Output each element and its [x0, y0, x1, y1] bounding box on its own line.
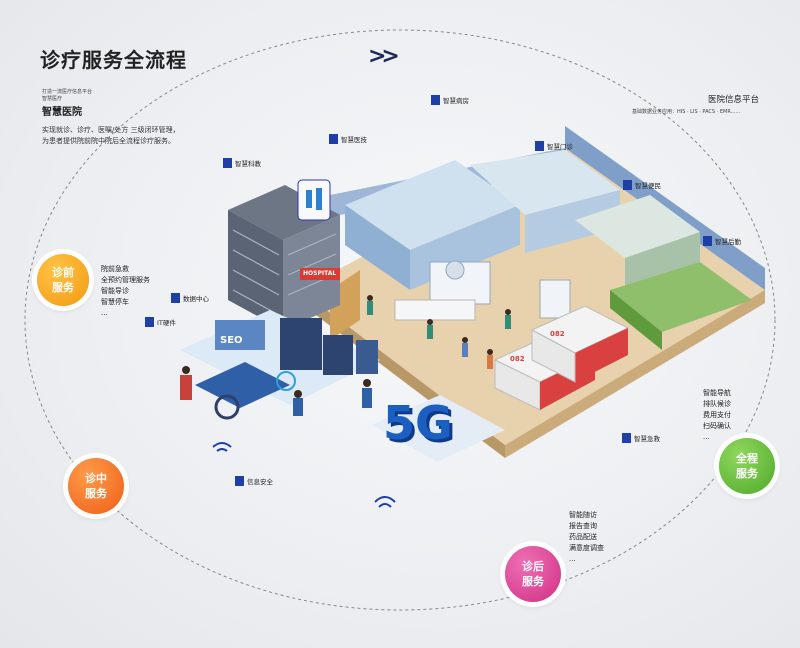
label-outpatient-text: 智慧门诊 — [547, 143, 573, 151]
label-datacenter: 数据中心 — [171, 293, 209, 303]
stage-pre-circle: 诊前 服务 — [37, 254, 89, 306]
label-datacenter-text: 数据中心 — [183, 295, 209, 303]
wifi-icon — [212, 442, 396, 508]
intro-desc-line-2: 为患者提供院前院中院后全流程诊疗服务。 — [42, 137, 175, 145]
label-medtech-text: 智慧医技 — [341, 136, 367, 144]
platform-subtitle: 基础数据业务应用：HIS · LIS · PACS · EMR...... — [632, 109, 741, 115]
stage-full-list: 智能导航 排队候诊 费用支付 扫码确认 ... — [703, 388, 731, 443]
list-item: ... — [101, 309, 108, 317]
stage-mid-line1: 诊中 — [85, 472, 107, 485]
list-item: 全预约管理服务 — [101, 276, 150, 284]
label-square-icon — [235, 476, 244, 486]
stage-post-list: 智能随访 报告查询 药品配送 满意度调查 ... — [569, 510, 604, 565]
label-convenience-text: 智慧便民 — [635, 182, 661, 190]
list-item: ... — [703, 433, 710, 441]
list-item: ... — [569, 555, 576, 563]
stage-pre-line2: 服务 — [52, 281, 74, 294]
5g-platform — [372, 395, 505, 462]
people-figures — [367, 295, 511, 369]
label-ward-text: 智慧病房 — [443, 97, 469, 105]
5g-text: 5G — [383, 396, 453, 450]
list-item: 智慧停车 — [101, 298, 129, 306]
label-square-icon — [145, 317, 154, 327]
hospital-rooms — [330, 150, 752, 350]
label-dept: 智慧科教 — [223, 158, 261, 168]
hospital-sign: HOSPITAL — [303, 270, 337, 277]
label-square-icon — [623, 180, 632, 190]
page-title: 诊疗服务全流程 — [40, 48, 187, 72]
label-it: IT硬件 — [145, 317, 176, 327]
list-item: 智能随访 — [569, 511, 597, 519]
list-item: 报告查询 — [569, 522, 597, 530]
intro-desc-line-1: 实现就诊、诊疗、医嘱/处方 三级闭环管理， — [42, 126, 180, 134]
label-security-text: 信息安全 — [247, 478, 273, 486]
stage-pre-line1: 诊前 — [52, 266, 74, 279]
label-square-icon — [171, 293, 180, 303]
list-item: 智能导航 — [703, 389, 731, 397]
it-workstation — [180, 310, 380, 420]
label-square-icon — [703, 236, 712, 246]
list-item: 费用支付 — [703, 411, 731, 419]
label-dept-text: 智慧科教 — [235, 160, 261, 168]
stage-post-circle: 诊后 服务 — [505, 546, 561, 602]
label-square-icon — [329, 134, 338, 144]
list-item: 院前急救 — [101, 265, 129, 273]
stage-mid-circle: 诊中 服务 — [68, 458, 124, 514]
platform-title: 医院信息平台 — [708, 95, 760, 105]
stage-full-circle: 全程 服务 — [719, 438, 775, 494]
intro-small-text: 打造一流医疗信息平台 智慧医疗 — [42, 89, 92, 103]
label-emergency-text: 智慧急救 — [634, 435, 660, 443]
label-square-icon — [223, 158, 232, 168]
hospital-building — [228, 179, 340, 330]
label-security: 信息安全 — [235, 476, 273, 486]
ambulances — [493, 305, 630, 411]
label-square-icon — [431, 95, 440, 105]
list-item: 药品配送 — [569, 533, 597, 541]
label-medtech: 智慧医技 — [329, 134, 367, 144]
ambulance-number-1: 082 — [510, 355, 525, 363]
intro-name: 智慧医院 — [42, 107, 82, 118]
label-square-icon — [622, 433, 631, 443]
list-item: 排队候诊 — [703, 400, 731, 408]
intro-small-line-2: 智慧医疗 — [42, 96, 63, 102]
intro-description: 实现就诊、诊疗、医嘱/处方 三级闭环管理， 为患者提供院前院中院后全流程诊疗服务… — [42, 125, 242, 147]
label-outpatient: 智慧门诊 — [535, 141, 573, 151]
stage-full-line2: 服务 — [736, 467, 758, 480]
label-it-text: IT硬件 — [157, 319, 176, 327]
label-convenience: 智慧便民 — [623, 180, 661, 190]
label-logistics: 智慧后勤 — [703, 236, 741, 246]
list-item: 扫码确认 — [703, 422, 731, 430]
label-emergency: 智慧急救 — [622, 433, 660, 443]
stage-mid-line2: 服务 — [85, 487, 107, 500]
stage-pre-list: 院前急救 全预约管理服务 智能导诊 智慧停车 ... — [101, 264, 150, 319]
ambulance-number-2: 082 — [550, 330, 565, 338]
intro-small-line-1: 打造一流医疗信息平台 — [42, 89, 93, 95]
list-item: 智能导诊 — [101, 287, 129, 295]
stage-full-line1: 全程 — [736, 452, 758, 465]
label-square-icon — [535, 141, 544, 151]
list-item: 满意度调查 — [569, 544, 604, 552]
stage-post-line2: 服务 — [522, 575, 544, 588]
label-logistics-text: 智慧后勤 — [715, 238, 741, 246]
screen-text: SEO — [220, 335, 243, 346]
chevron-right-icon: >> — [368, 44, 400, 69]
stage-post-line1: 诊后 — [522, 560, 544, 573]
label-ward: 智慧病房 — [431, 95, 469, 105]
